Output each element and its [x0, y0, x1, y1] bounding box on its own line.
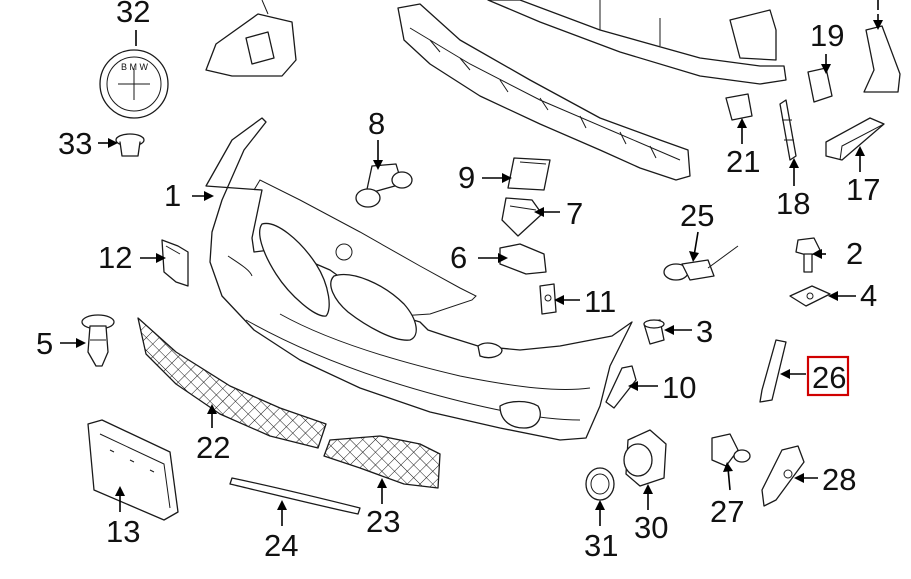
bmw-emblem: B M W: [99, 49, 169, 119]
bracket-18: [779, 99, 797, 161]
callout-5: 5: [36, 326, 53, 361]
nut-clip: [789, 285, 831, 307]
callout-4: 4: [860, 278, 877, 313]
callout-21: 21: [726, 144, 760, 179]
bumper-absorber: [397, 3, 691, 181]
bracket-7: [501, 197, 543, 237]
callout-12: 12: [98, 240, 132, 275]
callout-22: 22: [196, 430, 230, 465]
foam-pad: [825, 117, 885, 161]
push-rivet: [81, 314, 115, 367]
callout-3: 3: [696, 314, 713, 349]
lower-grille: [137, 317, 327, 449]
mounting-bracket-top: [205, 0, 297, 77]
callout-19: 19: [810, 18, 844, 53]
callout-26: 26: [812, 360, 846, 395]
bracket-12: [161, 239, 189, 287]
callout-8: 8: [368, 106, 385, 141]
callout-28: 28: [822, 462, 856, 497]
bumper-carrier-beam: [487, 0, 787, 85]
bracket-10: [605, 365, 637, 409]
parking-sensor: [623, 429, 667, 487]
bracket-11: [539, 283, 557, 315]
callout-6: 6: [450, 240, 467, 275]
callout-25: 25: [680, 198, 714, 233]
tow-cover-cap: [507, 157, 551, 191]
callout-2: 2: [846, 236, 863, 271]
sensor-bracket: [711, 433, 751, 467]
callout-labels: 1 2 4 3 5 6 7 8 9 10 11 12 13 17 18 19 2…: [36, 0, 880, 563]
callout-27: 27: [710, 494, 744, 529]
license-plate-bracket: [87, 419, 179, 521]
clip-21: [725, 93, 753, 121]
callout-1: 1: [164, 178, 181, 213]
bolt-2: [795, 237, 821, 273]
callout-24: 24: [264, 528, 298, 563]
sensor-cap: [585, 467, 615, 501]
callout-32: 32: [116, 0, 150, 29]
bumper-cover: [205, 117, 633, 441]
side-grille: [323, 435, 441, 489]
callout-17: 17: [846, 172, 880, 207]
callout-10: 10: [662, 370, 696, 405]
callout-18: 18: [776, 186, 810, 221]
callout-30: 30: [634, 510, 668, 545]
temperature-sensor: [663, 245, 739, 281]
cover-28: [761, 445, 805, 507]
callout-23: 23: [366, 504, 400, 539]
callout-13: 13: [106, 514, 140, 549]
callout-7: 7: [566, 196, 583, 231]
bracket-19: [807, 67, 833, 103]
clip-33: [115, 133, 145, 157]
callout-33: 33: [58, 126, 92, 161]
tow-hook-bracket: [355, 163, 413, 208]
leader-lines: [60, 14, 883, 526]
bracket-6: [499, 243, 547, 275]
callout-11: 11: [584, 284, 616, 319]
callout-31: 31: [584, 528, 618, 563]
trim-strip-26: [759, 339, 787, 403]
highlight-box: [806, 355, 850, 397]
emblem-text: B M W: [121, 62, 149, 72]
bracket-top-right: [863, 25, 901, 93]
trim-molding: [229, 477, 361, 515]
callout-9: 9: [458, 160, 475, 195]
fastener-3: [643, 319, 665, 345]
